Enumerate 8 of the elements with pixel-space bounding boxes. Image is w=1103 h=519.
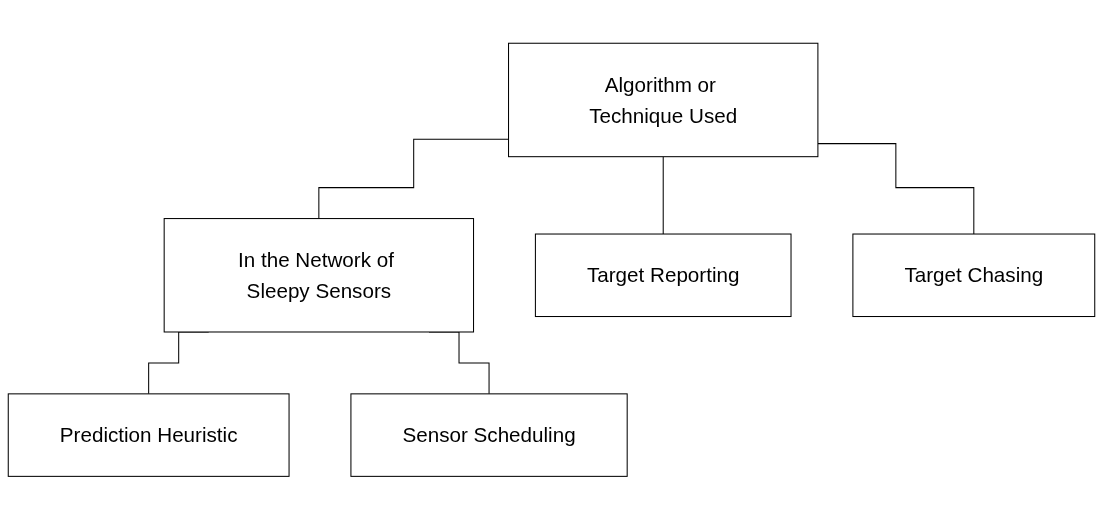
node-box: Sensor Scheduling: [350, 393, 628, 477]
connector: [662, 155, 664, 235]
node-box: Target Chasing: [852, 233, 1096, 317]
node-box: In the Network of Sleepy Sensors: [163, 217, 475, 333]
node-box: Prediction Heuristic: [7, 393, 290, 477]
node-box: Target Reporting: [534, 233, 792, 317]
node-box: Algorithm or Technique Used: [508, 42, 819, 157]
connector: [817, 142, 975, 235]
